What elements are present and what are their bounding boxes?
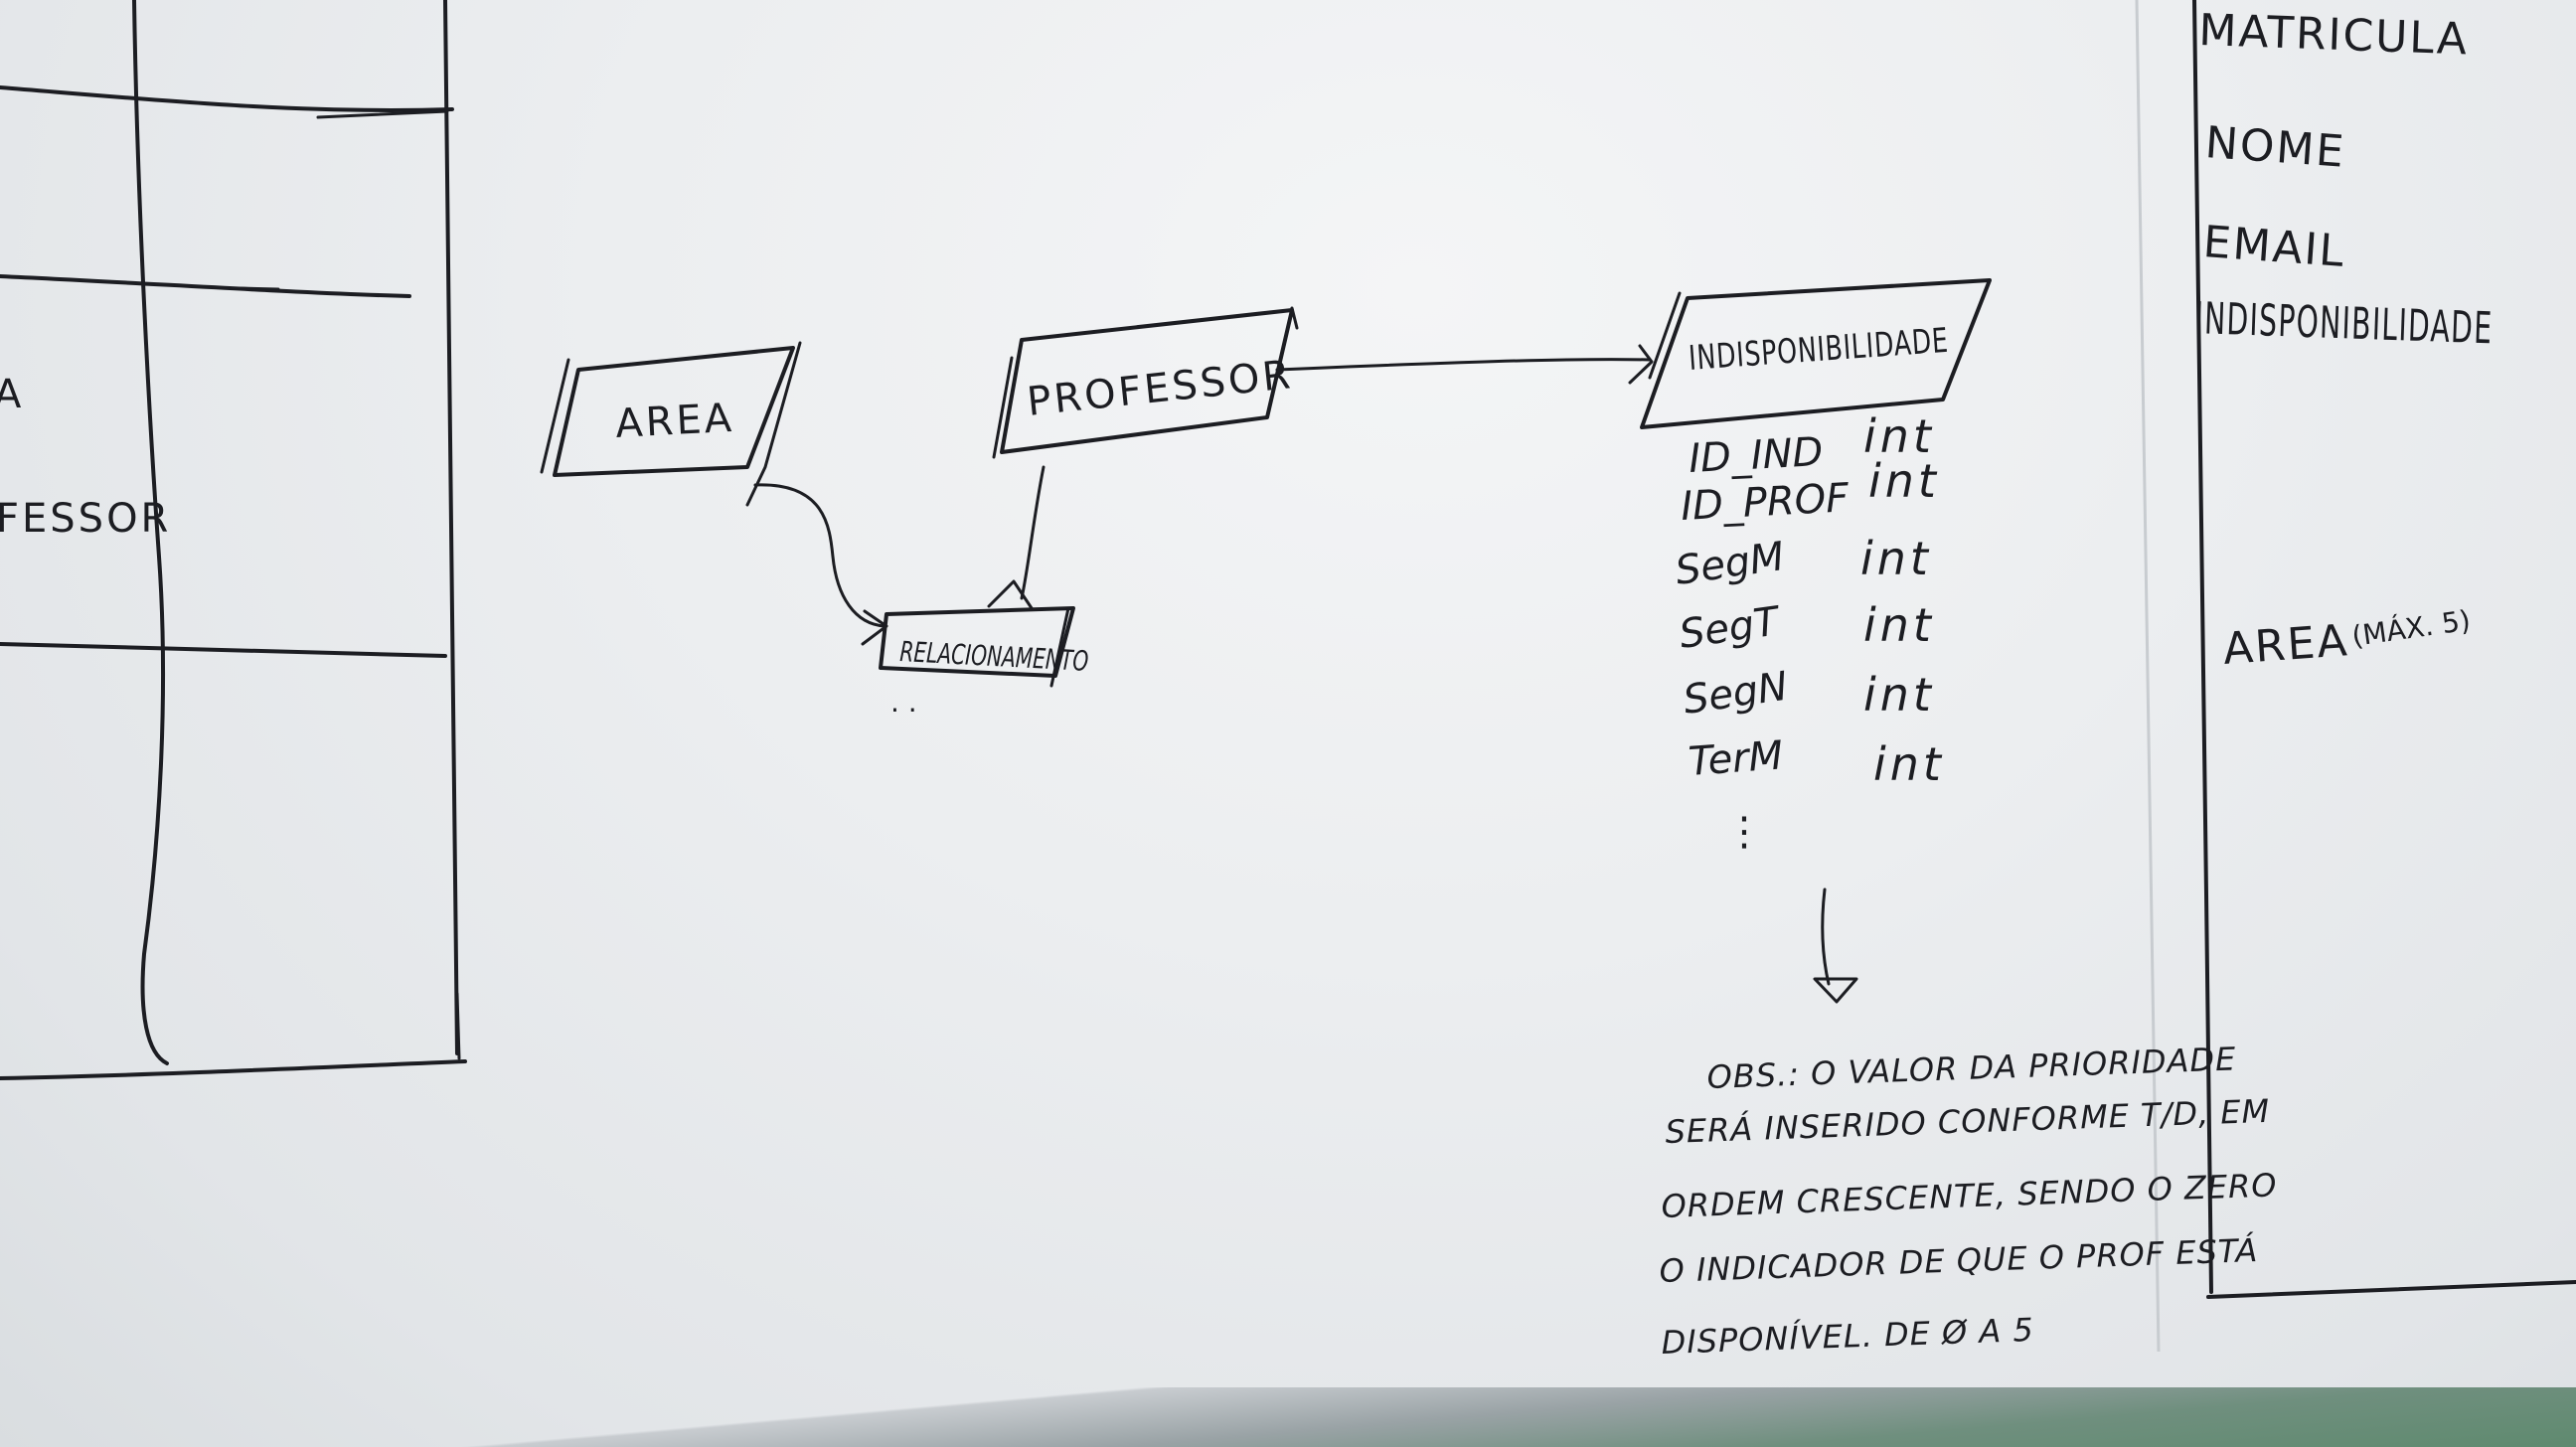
- right-list-item: EMAIL: [2201, 217, 2347, 277]
- note-line: ORDEM CRESCENTE, SENDO O ZERO: [1661, 1166, 2278, 1225]
- left-table-row-line-2: [0, 274, 411, 298]
- area-entity-label: AREA: [614, 396, 735, 447]
- field-name: ID_PROF: [1680, 475, 1851, 530]
- field-type: int: [1863, 409, 1935, 463]
- field-row: ID_IND int: [1688, 409, 1935, 482]
- field-row: SegM int: [1673, 532, 1932, 594]
- note: OBS.: O VALOR DA PRIORIDADE SERÁ INSERID…: [1659, 1040, 2278, 1362]
- field-name: ID_IND: [1688, 429, 1824, 482]
- down-arrow-icon: [1813, 887, 1858, 1004]
- right-list-bottom-line: [2206, 1280, 2576, 1299]
- right-list-area-label: AREA: [2221, 615, 2350, 675]
- field-type: int: [1863, 598, 1935, 652]
- note-line: O INDICADOR DE QUE O PROF ESTÁ: [1659, 1231, 2259, 1290]
- indisponibilidade-entity-box: [1640, 278, 1992, 429]
- field-type: int: [1873, 737, 1945, 791]
- field-name: SegT: [1677, 598, 1785, 658]
- professor-indisponibilidade-connector: [1275, 344, 1654, 385]
- field-type: int: [1863, 668, 1935, 722]
- professor-relacionamento-connector: [987, 465, 1046, 610]
- professor-entity-label: PROFESSOR: [1025, 352, 1295, 425]
- field-row: ID_PROF int: [1680, 454, 1940, 530]
- indisponibilidade-entity: INDISPONIBILIDADE: [1640, 278, 1992, 429]
- area-entity: AREA: [540, 341, 802, 507]
- crowfoot-icon: [987, 579, 1034, 610]
- note-line: OBS.: O VALOR DA PRIORIDADE: [1706, 1040, 2237, 1096]
- right-list-item: MATRICULA: [2198, 5, 2470, 65]
- professor-entity-box: [1000, 308, 1294, 454]
- right-list-item: NOME: [2203, 117, 2347, 178]
- crowfoot-icon: [1628, 344, 1654, 385]
- area-entity-box: [553, 346, 795, 477]
- right-list-area-note: (MÁX. 5): [2349, 603, 2473, 653]
- field-name: SegN: [1681, 664, 1791, 724]
- left-table-label-1: A: [0, 372, 24, 417]
- note-line: SERÁ INSERIDO CONFORME T/D, EM: [1665, 1092, 2271, 1151]
- right-list: MATRICULA NOME EMAIL INDISPONIBILIDADE A…: [2192, 0, 2576, 1299]
- field-row: SegT int: [1677, 598, 1935, 658]
- field-name: SegM: [1673, 534, 1787, 594]
- board-panel-seam: [2135, 0, 2161, 1353]
- left-table-row-line-1: [0, 85, 454, 112]
- left-table-bottom-line: [0, 1059, 467, 1080]
- relacionamento-dots: . .: [890, 686, 917, 719]
- left-table-right-border: [443, 0, 459, 1055]
- relacionamento-entity-box: [879, 606, 1075, 678]
- left-table-label-2: FESSOR: [0, 496, 171, 542]
- field-type: int: [1860, 532, 1932, 585]
- field-list-ellipsis: ⋮: [1724, 809, 1767, 855]
- left-table: A FESSOR: [0, 0, 467, 1080]
- field-list: ID_IND int ID_PROF int SegM int SegT int…: [1673, 409, 1945, 855]
- field-name: TerM: [1687, 732, 1784, 785]
- note-line: DISPONÍVEL. DE Ø A 5: [1661, 1311, 2034, 1362]
- field-row: TerM int: [1687, 732, 1945, 791]
- area-relacionamento-connector: [753, 483, 888, 646]
- right-list-vertical-line: [2192, 0, 2213, 1294]
- right-list-item: INDISPONIBILIDADE: [2194, 293, 2495, 354]
- crowfoot-icon: [861, 609, 888, 646]
- indisponibilidade-entity-label: INDISPONIBILIDADE: [1688, 321, 1950, 379]
- field-row: SegN int: [1681, 664, 1935, 724]
- relacionamento-entity: RELACIONAMENTO . .: [879, 606, 1089, 719]
- left-table-row-line-3: [0, 642, 447, 658]
- field-type: int: [1868, 454, 1940, 508]
- professor-entity: PROFESSOR: [992, 306, 1299, 459]
